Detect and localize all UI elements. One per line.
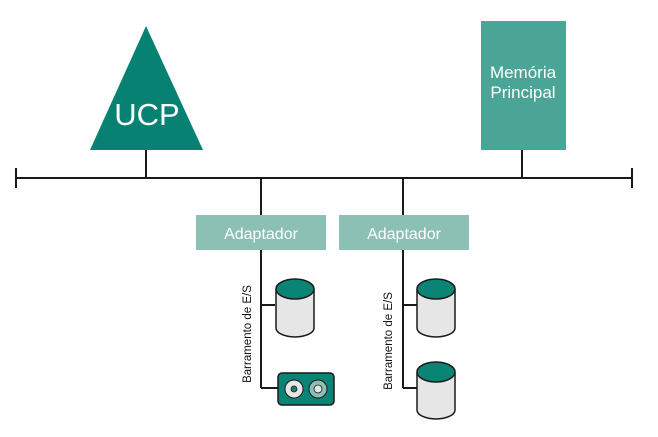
optical-drive-icon (277, 372, 335, 406)
adapter-1-label: Adaptador (224, 226, 299, 243)
adapter-2: Adaptador (339, 215, 469, 250)
io-bus-label-2: Barramento de E/S (383, 292, 395, 390)
main-memory-box (481, 21, 566, 150)
io-bus-label-1: Barramento de E/S (242, 285, 254, 383)
bus-connectors (145, 150, 523, 215)
cpu-triangle (90, 26, 203, 150)
main-memory-label-line2: Principal (490, 83, 555, 102)
hard-disk-icon (275, 278, 315, 338)
adapter-2-box (339, 215, 469, 250)
system-bus (15, 168, 633, 188)
adapter-2-label: Adaptador (367, 226, 442, 243)
main-memory-label-line1: Memória (490, 63, 557, 82)
cpu-node: UCP (90, 26, 203, 150)
cpu-label: UCP (114, 97, 179, 132)
main-memory-node: Memória Principal (481, 21, 566, 150)
hard-disk-icon (416, 361, 456, 420)
adapter-1-box (196, 215, 326, 250)
adapter-1: Adaptador (196, 215, 326, 250)
hard-disk-icon (416, 278, 456, 338)
io-bus-lines (260, 250, 417, 389)
